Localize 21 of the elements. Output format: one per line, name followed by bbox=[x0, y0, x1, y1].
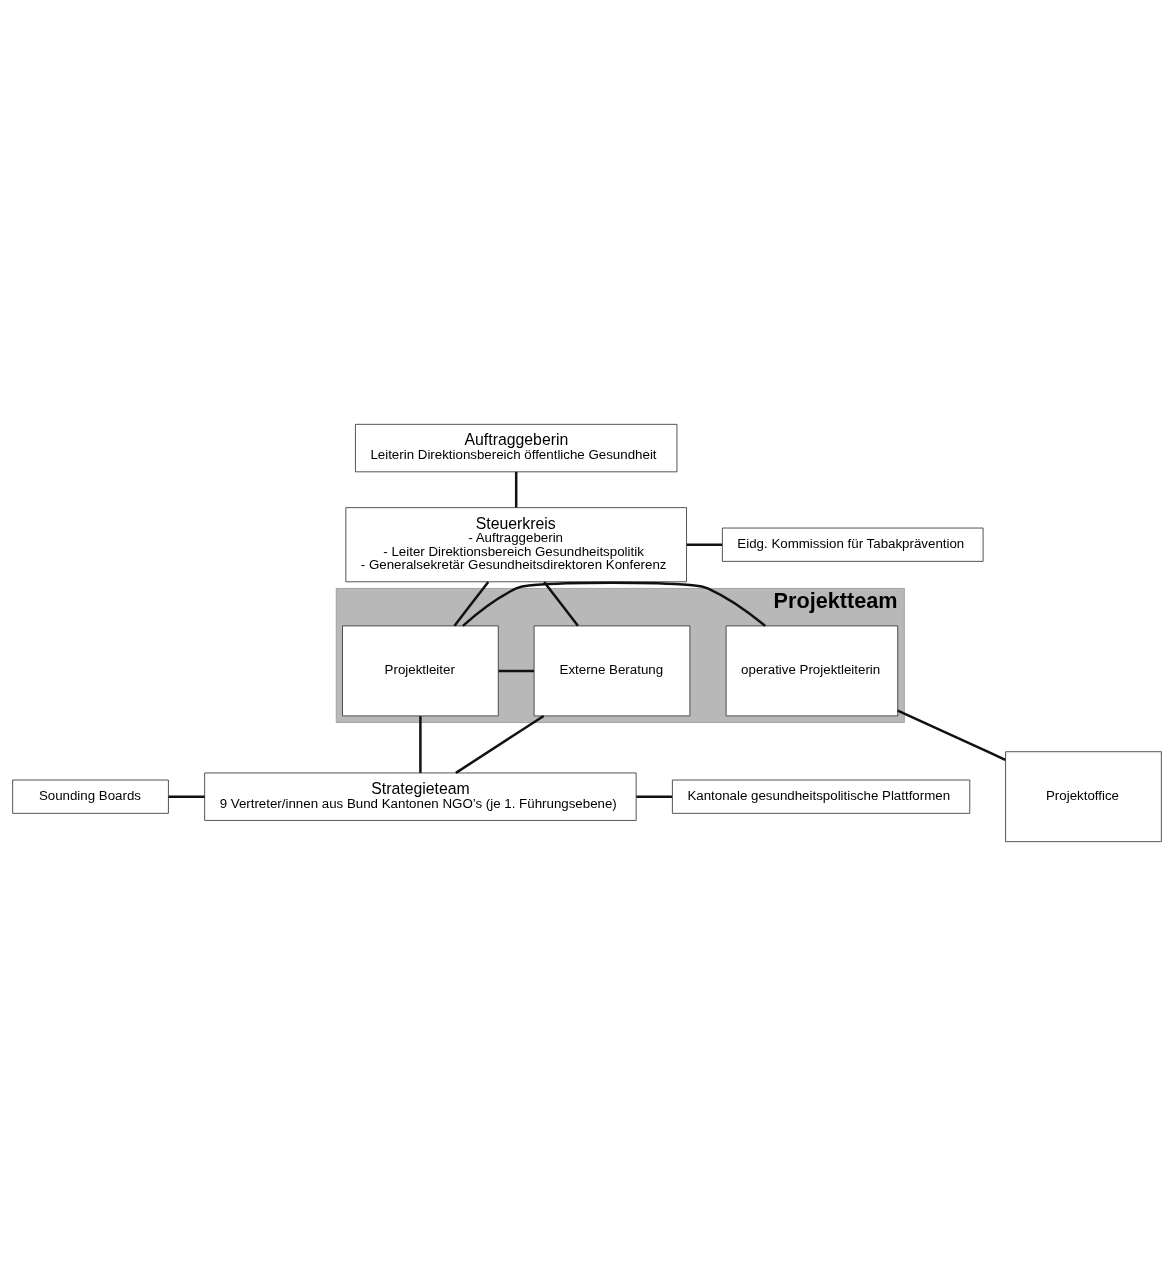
connector bbox=[168, 795, 205, 798]
node-box: Eidg. Kommission für Tabakprävention bbox=[721, 527, 984, 562]
connector bbox=[453, 581, 490, 627]
connector bbox=[514, 471, 518, 508]
connector bbox=[455, 714, 545, 774]
node-box: operative Projektleiterin bbox=[725, 625, 899, 717]
connector bbox=[419, 716, 422, 773]
node-box: Kantonale gesundheitspolitische Plattformen bbox=[671, 779, 971, 814]
connector bbox=[462, 581, 766, 627]
connector bbox=[543, 581, 579, 627]
node-box: Auftraggeberin Leiterin Direktionsbereich öffentliche Gesundheit bbox=[355, 423, 678, 473]
node-box: Externe Beratung bbox=[533, 625, 691, 717]
node-box: Steuerkreis - Auftraggeberin - Leiter Direktionsbereich Gesundheitspolitik - Generalsekretär Gesundheitsdirektoren Konferenz bbox=[345, 507, 687, 583]
node-box: Sounding Boards bbox=[12, 779, 169, 814]
connector bbox=[636, 795, 673, 798]
connector bbox=[686, 543, 723, 546]
node-box: Strategieteam 9 Vertreter/innen aus Bund Kantonen NGO’s (je 1. Führungsebene) bbox=[204, 772, 637, 821]
node-box: Projektleiter bbox=[342, 625, 499, 717]
connector bbox=[897, 709, 1006, 761]
connector bbox=[498, 669, 535, 673]
node-box: Projektoffice bbox=[1005, 751, 1162, 843]
